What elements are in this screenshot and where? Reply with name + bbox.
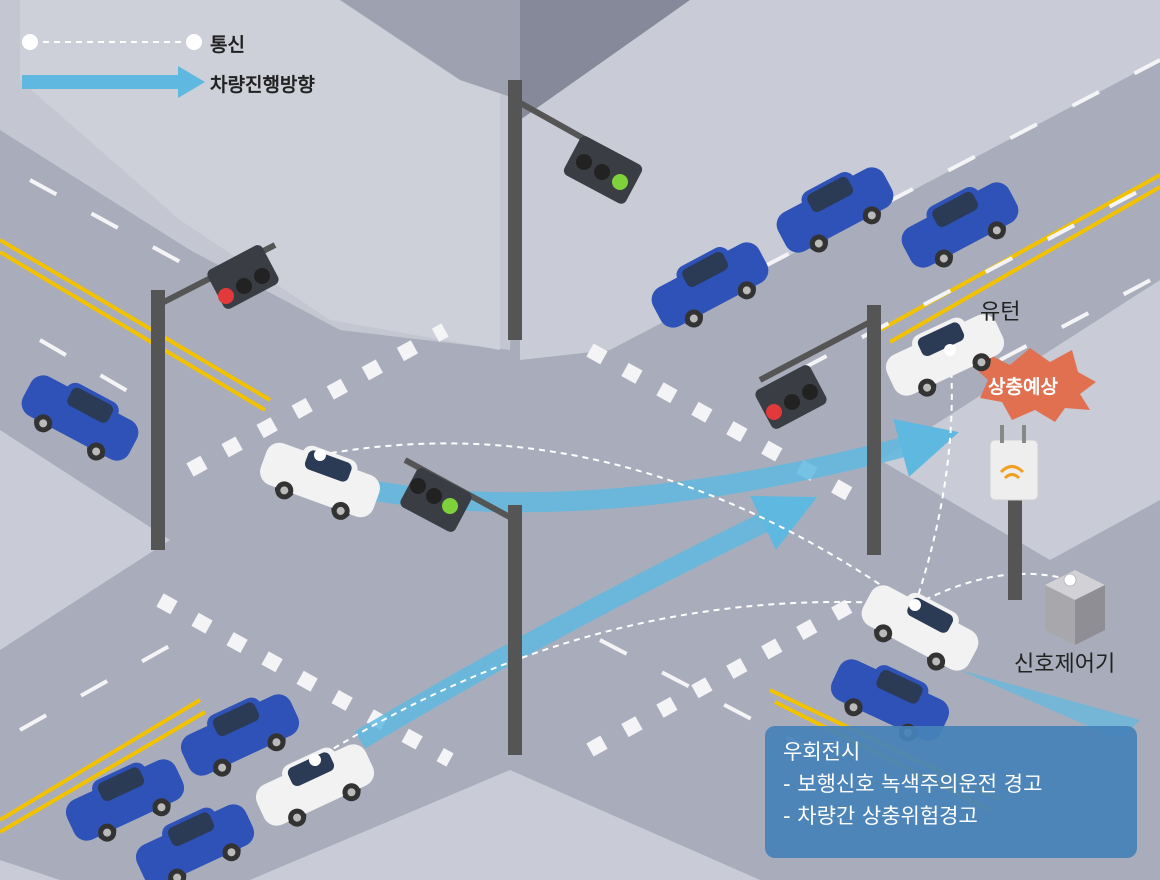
vehicle-direction-arrow-3 (960, 670, 1140, 740)
signal-controller-icon (1045, 570, 1105, 645)
car-icon (65, 759, 185, 842)
crosswalk-bottom (586, 593, 864, 757)
communication-links (314, 349, 1071, 761)
car-icon (255, 744, 375, 827)
legend-direction-label: 차량진행방향 (210, 74, 315, 96)
car-icon (180, 694, 300, 777)
crosswalk-left (156, 593, 454, 767)
car-icon (901, 182, 1019, 268)
block-left (0, 430, 170, 650)
collision-badge (975, 348, 1096, 422)
traffic-light-icon (410, 478, 458, 514)
info-box-item: - 차량간 상충위험경고 (783, 804, 978, 828)
traffic-light-icon (576, 154, 628, 190)
info-box: 우회전시 - 보행신호 녹색주의운전 경고 - 차량간 상충위험경고 (765, 726, 1137, 858)
rsu-antenna-icon (989, 425, 1039, 600)
car-icon (885, 314, 1005, 397)
info-box-item: - 보행신호 녹색주의운전 경고 (783, 772, 1043, 796)
collision-expected-label: 상충예상 (988, 376, 1058, 398)
car-icon (135, 804, 255, 880)
legend-direction-arrow (22, 66, 205, 98)
traffic-light-icon (766, 384, 818, 420)
block-right (880, 280, 1160, 560)
car-icon (651, 242, 769, 328)
car-icon (830, 659, 950, 742)
signal-controller-label: 신호제어기 (1014, 652, 1116, 677)
car-icon (21, 375, 139, 461)
crosswalk-right (586, 343, 864, 507)
vehicle-direction-arrow-2 (354, 495, 818, 749)
block-bottom-left-edge (0, 860, 60, 880)
legend-communication-label: 통신 (210, 34, 245, 56)
car-icon (776, 167, 894, 253)
legend-communication-line (22, 34, 202, 50)
block-bottom (250, 770, 760, 880)
communication-nodes (309, 344, 956, 766)
cars-layer (21, 167, 1019, 880)
building-top (340, 0, 520, 100)
traffic-light-icon (218, 268, 270, 304)
u-turn-label: 유턴 (980, 300, 1021, 325)
info-box-title: 우회전시 (783, 740, 861, 764)
crosswalk-top (186, 323, 449, 477)
